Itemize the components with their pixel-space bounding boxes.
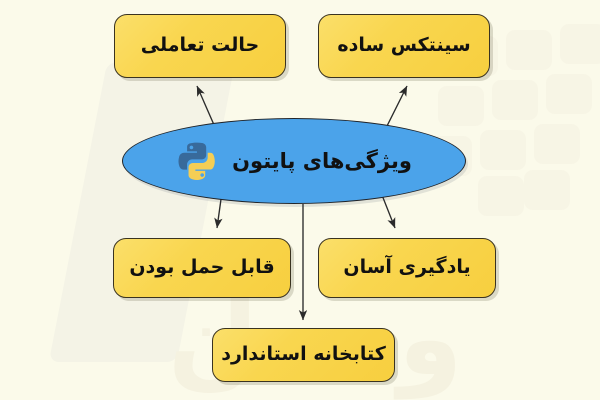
watermark-diagonal-shape xyxy=(48,62,236,362)
node-label: سینتکس ساده xyxy=(337,34,471,57)
watermark-tile xyxy=(492,80,538,120)
node-label: کتابخانه استاندارد xyxy=(221,343,386,366)
watermark-tile xyxy=(438,86,484,126)
watermark-tile xyxy=(480,130,526,170)
node-label: حالت تعاملی xyxy=(140,34,260,57)
node-simple-syntax[interactable]: سینتکس ساده xyxy=(318,14,490,78)
watermark-tile xyxy=(478,176,524,216)
watermark-tile xyxy=(524,170,570,210)
watermark-tile xyxy=(560,24,600,64)
node-interactive-mode[interactable]: حالت تعاملی xyxy=(114,14,286,78)
node-label: قابل حمل بودن xyxy=(129,256,275,279)
node-standard-library[interactable]: کتابخانه استاندارد xyxy=(212,328,395,382)
center-node-python-features[interactable]: ویژگی‌های پایتون xyxy=(122,118,466,204)
watermark-tile xyxy=(506,30,552,70)
watermark-text-right: و xyxy=(398,277,463,399)
node-label: یادگیری آسان xyxy=(343,256,471,279)
node-easy-learning[interactable]: یادگیری آسان xyxy=(318,238,496,298)
watermark-tile xyxy=(534,124,580,164)
watermark-tile xyxy=(546,74,592,114)
node-portability[interactable]: قابل حمل بودن xyxy=(113,238,291,298)
center-node-label: ویژگی‌های پایتون xyxy=(232,148,412,173)
python-logo-icon xyxy=(176,140,218,182)
